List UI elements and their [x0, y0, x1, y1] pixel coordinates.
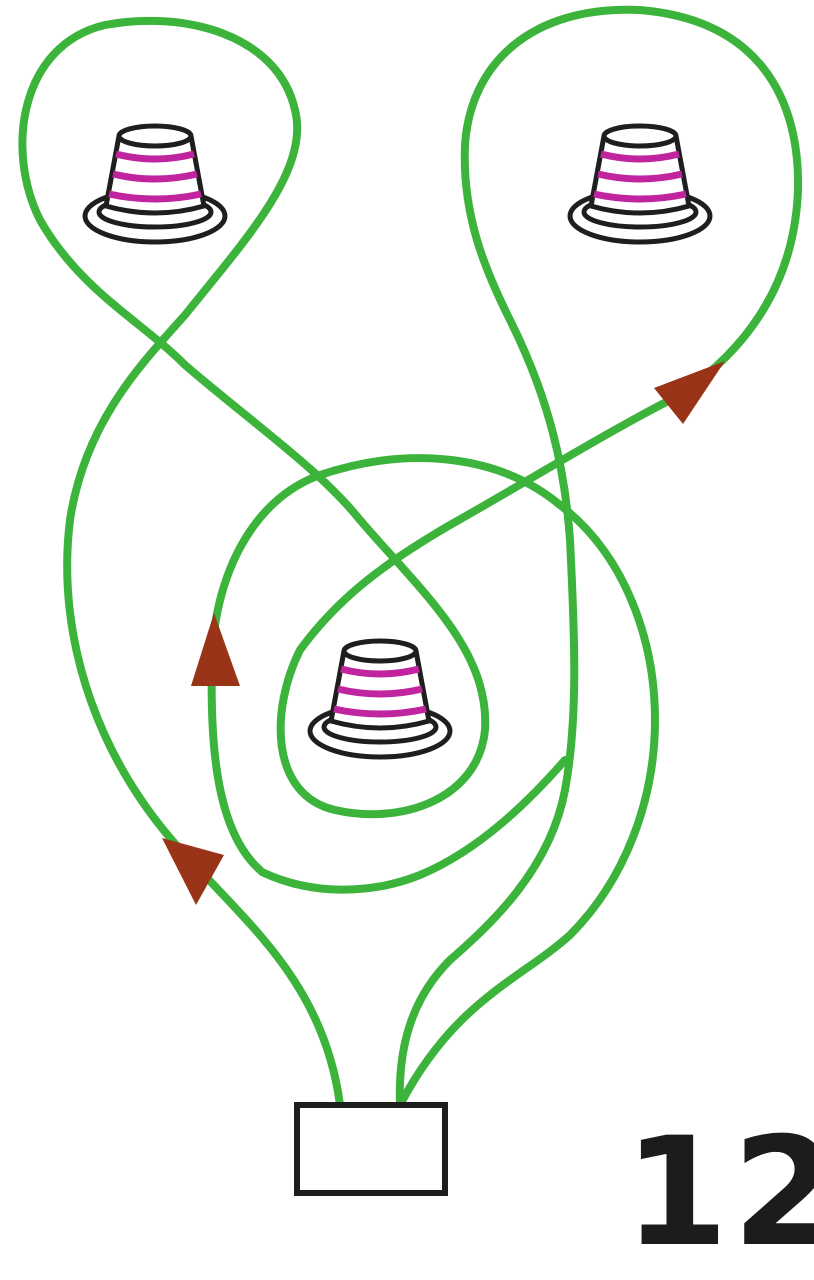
route-path-middle-loop	[212, 458, 655, 1105]
cone-top-left	[85, 126, 225, 242]
start-box	[297, 1105, 445, 1193]
route-path-middle-loop-lower	[262, 760, 565, 890]
arrow-right-loop	[654, 361, 725, 424]
cone-top-right	[570, 126, 710, 242]
arrow-inner-loop	[191, 613, 240, 686]
page-number: 12	[624, 1118, 814, 1268]
cone-center	[310, 641, 450, 757]
slalom-route-diagram	[0, 0, 814, 1199]
arrow-left-lower	[162, 838, 224, 905]
